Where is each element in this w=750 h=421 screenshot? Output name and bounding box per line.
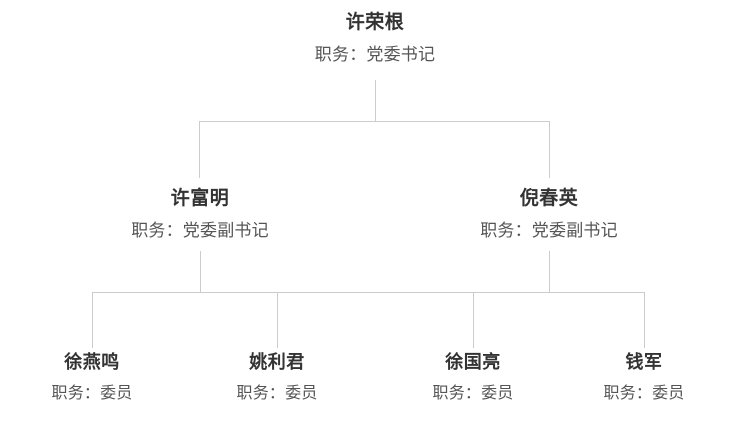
org-node-member-1[interactable]: 徐燕鸣 职务：委员	[51, 352, 132, 403]
org-node-deputy-2[interactable]: 倪春英 职务：党委副书记	[480, 188, 618, 241]
connector-drop-level2-1	[277, 292, 278, 348]
org-node-name: 倪春英	[519, 188, 579, 209]
org-node-name: 许荣根	[345, 12, 405, 33]
org-node-name: 姚利君	[249, 352, 305, 372]
connector-stem-level2-1	[549, 251, 550, 293]
org-node-title: 职务：委员	[51, 384, 133, 402]
org-node-member-3[interactable]: 徐国亮 职务：委员	[432, 352, 513, 403]
connector-drop-level1-1	[549, 121, 550, 178]
connector-drop-level2-3	[644, 292, 645, 348]
org-node-title: 职务：委员	[603, 384, 685, 402]
org-node-name: 徐国亮	[445, 352, 501, 372]
org-node-title: 职务：党委副书记	[131, 220, 269, 240]
org-node-name: 徐燕鸣	[64, 352, 120, 372]
connector-drop-level2-2	[473, 292, 474, 348]
org-node-name: 许富明	[170, 188, 230, 209]
org-node-member-4[interactable]: 钱军 职务：委员	[603, 352, 684, 403]
connector-root-stem	[375, 80, 376, 122]
org-node-name: 钱军	[625, 352, 663, 372]
org-node-root[interactable]: 许荣根 职务：党委书记	[315, 12, 435, 65]
org-node-title: 职务：委员	[236, 384, 318, 402]
org-node-title: 职务：委员	[432, 384, 514, 402]
connector-bar-level2	[92, 292, 645, 293]
org-node-title: 职务：党委书记	[314, 44, 436, 64]
org-node-title: 职务：党委副书记	[480, 220, 618, 240]
connector-drop-level2-0	[92, 292, 93, 348]
org-node-deputy-1[interactable]: 许富明 职务：党委副书记	[131, 188, 269, 241]
org-node-member-2[interactable]: 姚利君 职务：委员	[236, 352, 317, 403]
connector-stem-level2-0	[200, 251, 201, 293]
connector-bar-level1	[199, 121, 550, 122]
connector-drop-level1-0	[199, 121, 200, 178]
